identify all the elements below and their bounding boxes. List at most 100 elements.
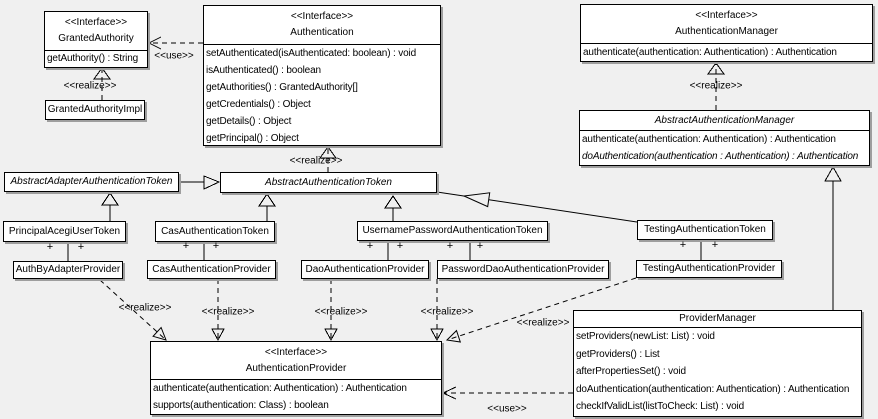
realize-label: <<realize>> bbox=[314, 306, 368, 318]
generalization-arrowhead bbox=[384, 195, 402, 209]
class-principal-acegi-user-token[interactable]: PrincipalAcegiUserToken bbox=[3, 221, 126, 242]
class-granted-authority-impl[interactable]: GrantedAuthorityImpl bbox=[45, 100, 145, 120]
stereotype-label: <<Interface>> bbox=[264, 346, 328, 358]
method: getAuthorities() : GrantedAuthority[] bbox=[206, 82, 358, 93]
realize-arrowhead bbox=[152, 326, 167, 341]
class-name: Authentication bbox=[290, 27, 354, 38]
class-abstract-authentication-manager[interactable]: AbstractAuthenticationManager authentica… bbox=[579, 110, 870, 166]
methods-compartment: authenticate(authentication: Authenticat… bbox=[580, 131, 869, 165]
association-end-plus: + bbox=[446, 240, 454, 252]
association-end-plus: + bbox=[476, 240, 484, 252]
association-end-plus: + bbox=[711, 239, 719, 251]
class-header: <<Interface>> AuthenticationManager bbox=[581, 5, 872, 44]
class-granted-authority[interactable]: <<Interface>> GrantedAuthority getAuthor… bbox=[44, 11, 148, 68]
realize-label: <<realize>> bbox=[689, 80, 743, 92]
class-header: <<Interface>> AuthenticationProvider bbox=[151, 342, 441, 380]
class-testing-authentication-token[interactable]: TestingAuthenticationToken bbox=[637, 220, 773, 240]
association-end-plus: + bbox=[366, 240, 374, 252]
class-cas-authentication-provider[interactable]: CasAuthenticationProvider bbox=[147, 260, 276, 279]
class-name: AuthenticationProvider bbox=[245, 362, 347, 374]
method: authenticate(authentication: Authenticat… bbox=[583, 47, 837, 58]
methods-compartment: authenticate(authentication: Authenticat… bbox=[151, 380, 441, 414]
association-end-plus: + bbox=[396, 240, 404, 252]
use-arrowhead bbox=[147, 36, 162, 50]
realize-label: <<realize>> bbox=[289, 155, 343, 167]
abstract-method: doAuthentication(authentication : Authen… bbox=[582, 151, 859, 162]
class-provider-manager[interactable]: ProviderManager setProviders(newList: Li… bbox=[573, 310, 862, 417]
class-name: DaoAuthenticationProvider bbox=[305, 263, 425, 275]
stereotype-label: <<Interface>> bbox=[290, 11, 354, 22]
class-name: AbstractAdapterAuthenticationToken bbox=[10, 176, 173, 187]
class-name: CasAuthenticationToken bbox=[161, 225, 269, 237]
methods-compartment: setProviders(newList: List) : void getPr… bbox=[574, 328, 861, 416]
method: afterPropertiesSet() : void bbox=[576, 366, 686, 378]
class-testing-authentication-provider[interactable]: TestingAuthenticationProvider bbox=[636, 260, 782, 278]
class-authentication-provider[interactable]: <<Interface>> AuthenticationProvider aut… bbox=[150, 341, 442, 415]
use-arrowhead bbox=[441, 386, 457, 400]
realize-label: <<realize>> bbox=[63, 80, 117, 92]
method: getAuthority() : String bbox=[47, 53, 139, 64]
class-username-password-authentication-token[interactable]: UsernamePasswordAuthenticationToken bbox=[357, 221, 548, 241]
methods-compartment: getAuthority() : String bbox=[45, 51, 147, 67]
class-abstract-authentication-token[interactable]: AbstractAuthenticationToken bbox=[220, 172, 437, 193]
method: doAuthentication(authentication: Authent… bbox=[576, 383, 850, 395]
method: setAuthenticated(isAuthenticated: boolea… bbox=[206, 48, 417, 59]
class-name: TestingAuthenticationProvider bbox=[642, 263, 776, 274]
association-end-plus: + bbox=[212, 240, 220, 252]
method: checkIfValidList(listToCheck: List) : vo… bbox=[576, 401, 745, 413]
method: getDetails() : Object bbox=[206, 116, 292, 127]
methods-compartment: authenticate(authentication: Authenticat… bbox=[581, 44, 872, 61]
class-auth-by-adapter-provider[interactable]: AuthByAdapterProvider bbox=[13, 261, 123, 279]
association-end-plus: + bbox=[679, 239, 687, 251]
class-abstract-adapter-authentication-token[interactable]: AbstractAdapterAuthenticationToken bbox=[4, 172, 179, 192]
class-name: AuthenticationManager bbox=[675, 26, 778, 37]
class-header: ProviderManager bbox=[574, 311, 861, 328]
realize-label: <<realize>> bbox=[420, 306, 474, 318]
realize-arrowhead bbox=[430, 328, 444, 342]
realize-arrowhead bbox=[211, 328, 225, 342]
class-name: AbstractAuthenticationManager bbox=[654, 114, 795, 126]
class-header: AbstractAuthenticationManager bbox=[580, 111, 869, 131]
class-header: <<Interface>> Authentication bbox=[204, 6, 440, 45]
method: getProviders() : List bbox=[576, 348, 660, 360]
stereotype-label: <<Interface>> bbox=[64, 17, 128, 28]
method: getCredentials() : Object bbox=[206, 99, 311, 110]
method: supports(authentication: Class) : boolea… bbox=[153, 400, 329, 411]
class-name: GrantedAuthorityImpl bbox=[47, 104, 143, 115]
realize-arrowhead bbox=[445, 329, 462, 343]
use-label: <<use>> bbox=[487, 403, 527, 415]
class-authentication[interactable]: <<Interface>> Authentication setAuthenti… bbox=[203, 5, 441, 146]
class-name: PrincipalAcegiUserToken bbox=[8, 225, 121, 237]
association-end-plus: + bbox=[77, 241, 85, 253]
realize-label: <<realize>> bbox=[118, 302, 172, 314]
generalization-arrowhead bbox=[203, 175, 221, 190]
realize-label: <<realize>> bbox=[201, 306, 255, 318]
method: isAuthenticated() : boolean bbox=[206, 65, 321, 76]
association-end-plus: + bbox=[46, 241, 54, 253]
edge-realize-authbyadapterprovider bbox=[99, 279, 167, 341]
class-dao-authentication-provider[interactable]: DaoAuthenticationProvider bbox=[301, 260, 429, 279]
class-cas-authentication-token[interactable]: CasAuthenticationToken bbox=[155, 221, 275, 242]
realize-arrowhead bbox=[319, 146, 337, 159]
class-name: UsernamePasswordAuthenticationToken bbox=[362, 225, 543, 236]
class-name: AuthByAdapterProvider bbox=[15, 264, 121, 275]
class-name: ProviderManager bbox=[679, 313, 756, 324]
use-label: <<use>> bbox=[154, 50, 194, 62]
class-header: <<Interface>> GrantedAuthority bbox=[45, 12, 147, 51]
class-authentication-manager[interactable]: <<Interface>> AuthenticationManager auth… bbox=[580, 4, 873, 62]
stereotype-label: <<Interface>> bbox=[695, 10, 758, 21]
generalization-arrowhead bbox=[101, 192, 119, 206]
method: authenticate(authentication: Authenticat… bbox=[153, 383, 407, 394]
class-name: GrantedAuthority bbox=[58, 33, 134, 44]
class-name: AbstractAuthenticationToken bbox=[265, 176, 392, 188]
generalization-arrowhead bbox=[258, 193, 276, 207]
class-name: PasswordDaoAuthenticationProvider bbox=[441, 263, 605, 275]
generalization-arrowhead bbox=[462, 192, 491, 208]
method: getPrincipal() : Object bbox=[206, 133, 299, 144]
class-password-dao-authentication-provider[interactable]: PasswordDaoAuthenticationProvider bbox=[437, 260, 609, 279]
realize-arrowhead bbox=[93, 67, 111, 80]
class-name: CasAuthenticationProvider bbox=[152, 263, 271, 275]
generalization-arrowhead bbox=[824, 165, 842, 182]
